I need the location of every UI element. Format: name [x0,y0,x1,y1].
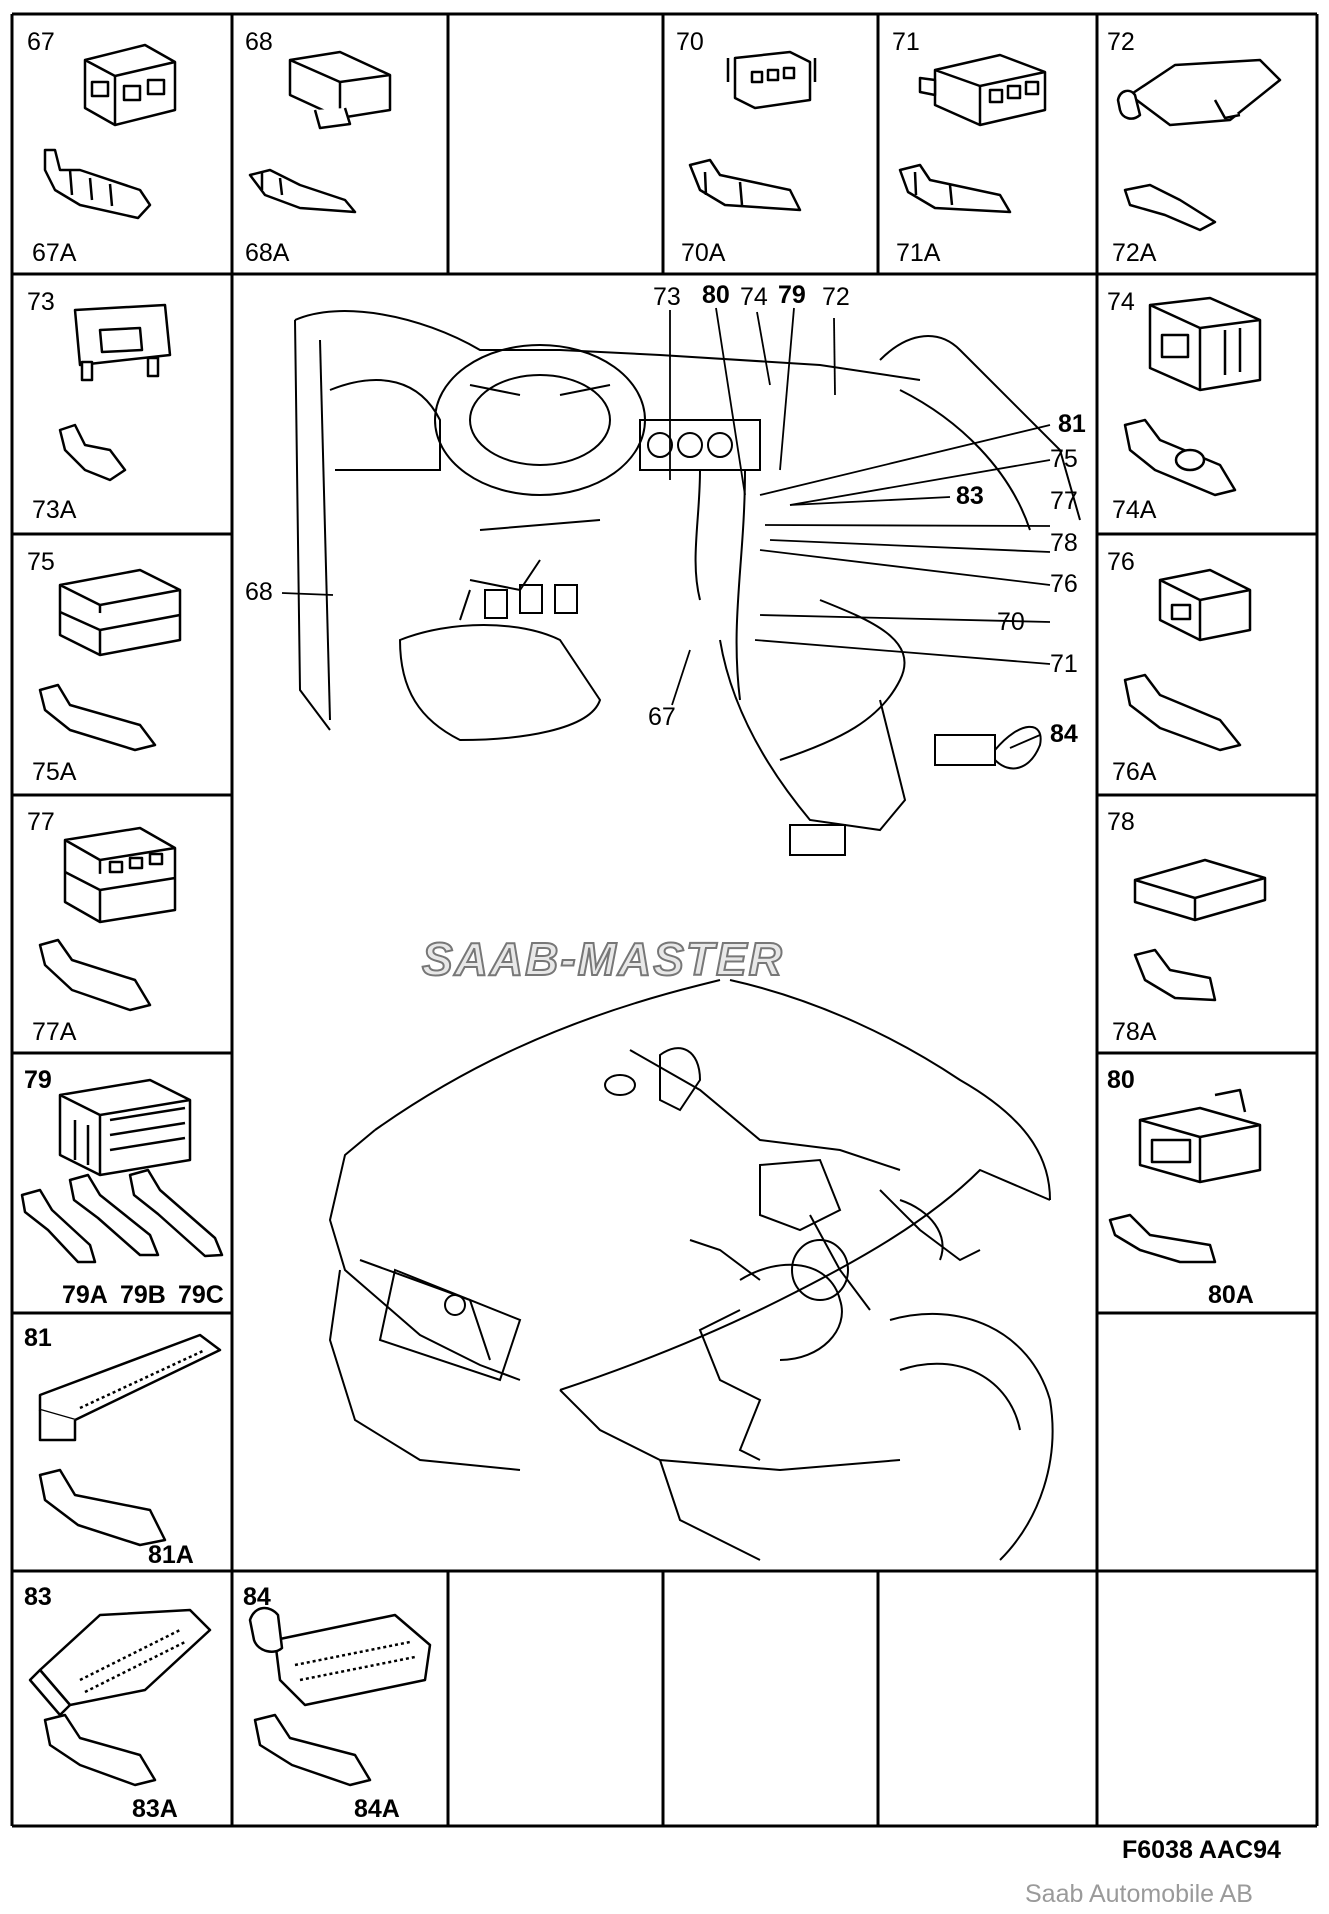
callout-70: 70 [997,608,1025,636]
engine-bay-illustration [328,979,1054,1561]
callout-75: 75 [1050,445,1078,473]
copyright-text: Saab Automobile AB [1025,1880,1253,1908]
relay-73-icon [73,303,172,382]
panel-74-number: 74 [1107,288,1135,316]
connector-72-icon [1116,58,1282,127]
panel-80-sub: 80A [1208,1281,1254,1309]
panel-74-sub: 74A [1112,496,1157,524]
panel-72-number: 72 [1107,28,1135,56]
connector-79-icon [58,1078,192,1177]
panel-70-sub: 70A [681,239,726,267]
panel-72-sub: 72A [1112,239,1157,267]
panel-78-sub: 78A [1112,1018,1157,1046]
terminal-84a-icon [253,1713,372,1787]
connector-68-icon [288,50,392,130]
terminal-81a-icon [38,1468,167,1547]
callout-72: 72 [822,283,850,311]
callout-81: 81 [1058,410,1086,438]
connector-75-icon [58,568,182,657]
panel-77-sub: 77A [32,1018,77,1046]
terminal-76a-icon [1123,673,1242,752]
connector-84-icon [248,1606,432,1707]
panel-79-number: 79 [24,1066,52,1094]
callout-77: 77 [1050,487,1078,515]
panel-75-sub: 75A [32,758,77,786]
drawing-code: F6038 AAC94 [1122,1836,1281,1864]
connector-70-icon [726,50,817,110]
panel-81-number: 81 [24,1324,52,1352]
panel-67-number: 67 [27,28,55,56]
terminal-71a-icon [898,163,1012,214]
panel-79b-sub: 79B [120,1281,166,1309]
terminal-83a-icon [43,1713,157,1787]
terminal-79c-icon [128,1168,224,1258]
panel-79a-sub: 79A [62,1281,108,1309]
panel-73-number: 73 [27,288,55,316]
connector-67-icon [83,43,177,127]
callout-leader-lines [281,307,1051,749]
terminal-67a-icon [43,148,152,220]
terminal-75a-icon [38,683,157,752]
panel-67-sub: 67A [32,239,77,267]
connector-74-icon [1148,296,1262,392]
callout-76: 76 [1050,570,1078,598]
connector-78-icon [1133,858,1267,922]
panel-68-sub: 68A [245,239,290,267]
terminal-74a-icon [1123,418,1237,497]
panel-79c-sub: 79C [178,1281,224,1309]
callout-73: 73 [653,283,681,311]
terminal-78a-icon [1133,948,1217,1002]
car-interior-illustration [294,310,1081,856]
panel-76-number: 76 [1107,548,1135,576]
callout-83: 83 [956,482,984,510]
panel-71-number: 71 [892,28,920,56]
connector-71-icon [918,53,1047,127]
panel-68-number: 68 [245,28,273,56]
panel-81-sub: 81A [148,1541,194,1569]
callout-79: 79 [778,281,806,309]
callout-67: 67 [648,703,676,731]
connector-81-icon [38,1333,222,1442]
callout-80: 80 [702,281,730,309]
panel-73-sub: 73A [32,496,77,524]
terminal-72a-icon [1123,183,1217,232]
panel-71-sub: 71A [896,239,941,267]
panel-80-number: 80 [1107,1066,1135,1094]
panel-70-number: 70 [676,28,704,56]
terminal-73a-icon [58,423,127,482]
terminal-77a-icon [38,938,152,1012]
panel-75-number: 75 [27,548,55,576]
panel-83-number: 83 [24,1583,52,1611]
panel-78-number: 78 [1107,808,1135,836]
connector-83-icon [28,1608,212,1717]
panel-83-sub: 83A [132,1795,178,1823]
terminal-80a-icon [1108,1213,1217,1264]
panel-77-number: 77 [27,808,55,836]
callout-84: 84 [1050,720,1078,748]
callout-71: 71 [1050,650,1078,678]
terminal-68a-icon [248,168,357,214]
callout-78: 78 [1050,529,1078,557]
terminal-79a-icon [20,1188,97,1264]
connector-77-icon [63,826,177,924]
terminal-79b-icon [68,1173,160,1257]
connector-80-icon [1138,1088,1262,1184]
panel-76-sub: 76A [1112,758,1157,786]
watermark: SAAB-MASTER [421,932,784,986]
callout-74: 74 [740,283,768,311]
connector-76-icon [1158,568,1252,642]
panel-84-number: 84 [243,1583,271,1611]
terminal-70a-icon [688,158,802,212]
panel-84-sub: 84A [354,1795,400,1823]
callout-68: 68 [245,578,273,606]
